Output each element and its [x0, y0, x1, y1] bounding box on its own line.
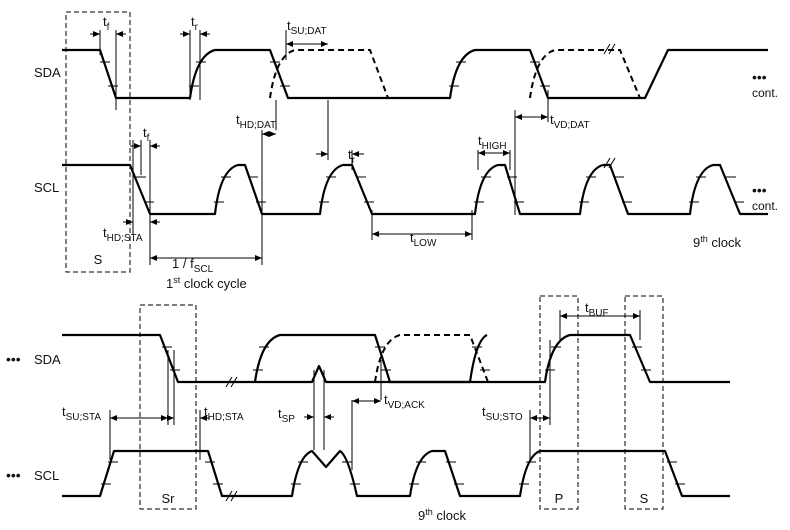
- top-timing-arrows: [90, 31, 548, 261]
- t-low-label: tLOW: [410, 230, 437, 249]
- top-sda-break-icon: [603, 43, 616, 55]
- first-clock-cycle-label: 1st clock cycle: [166, 275, 247, 291]
- t-buf-label: tBUF: [585, 300, 609, 319]
- t-vd-ack-label: tVD;ACK: [384, 392, 425, 411]
- t-hd-dat-label: tHD;DAT: [236, 112, 276, 131]
- t-r-label-scl: tr: [348, 147, 356, 166]
- top-scl-ellipsis: •••: [752, 182, 767, 198]
- bottom-sda-dashed-data: [374, 334, 489, 383]
- top-sda-ellipsis: •••: [752, 69, 767, 85]
- top-scl-label: SCL: [34, 180, 59, 195]
- start-label: S: [94, 252, 103, 267]
- stop-label: P: [555, 491, 564, 506]
- ninth-clock-label-bottom: 9th clock: [418, 507, 466, 523]
- bottom-scl-ellipsis: •••: [6, 467, 21, 483]
- f-scl-label: 1 / fSCL: [172, 256, 214, 275]
- t-high-label: tHIGH: [478, 133, 507, 152]
- t-vd-dat-label: tVD;DAT: [550, 112, 590, 131]
- top-scl-break-icon: [603, 157, 616, 169]
- top-sda-label: SDA: [34, 65, 61, 80]
- t-f-label-scl: tf: [143, 125, 150, 144]
- t-su-sta-label: tSU;STA: [62, 404, 101, 423]
- top-scl-cont-label: cont.: [752, 199, 778, 213]
- repeated-start-box: [139, 304, 197, 510]
- top-reference-lines: [99, 30, 549, 265]
- t-hd-sta-label-top: tHD;STA: [103, 225, 143, 244]
- t-f-label-top: tf: [103, 14, 110, 33]
- top-edge-ticks: [100, 61, 744, 203]
- bottom-scl-break-icon: [225, 490, 238, 502]
- bottom-scl-label: SCL: [34, 468, 59, 483]
- repeated-start-label: Sr: [162, 491, 176, 506]
- start-label-bottom: S: [640, 491, 649, 506]
- t-hd-sta-label-bottom: tHD;STA: [204, 404, 244, 423]
- t-su-dat-label: tSU;DAT: [287, 18, 327, 37]
- t-su-sto-label: tSU;STO: [482, 404, 523, 423]
- top-scl-waveform: [62, 163, 768, 216]
- bottom-scl-waveform: [62, 449, 730, 498]
- bottom-sda-waveform: [62, 333, 730, 384]
- bottom-edge-ticks: [101, 346, 685, 485]
- top-sda-cont-label: cont.: [752, 86, 778, 100]
- top-sda-waveform: [62, 48, 768, 100]
- top-sda-dashed-data: [269, 49, 389, 99]
- t-r-label-top: tr: [191, 14, 199, 33]
- start-condition-box: [65, 11, 131, 273]
- ninth-clock-label-top: 9th clock: [693, 234, 741, 250]
- bottom-sda-break-icon: [225, 376, 238, 388]
- stop-condition-box: [539, 295, 579, 510]
- bottom-sda-ellipsis: •••: [6, 351, 21, 367]
- top-sda-dashed-data-2: [529, 49, 641, 99]
- t-sp-label: tSP: [278, 406, 295, 425]
- bottom-timing-arrows: [110, 313, 640, 421]
- start-condition-box-bottom: [624, 295, 664, 510]
- bottom-sda-label: SDA: [34, 352, 61, 367]
